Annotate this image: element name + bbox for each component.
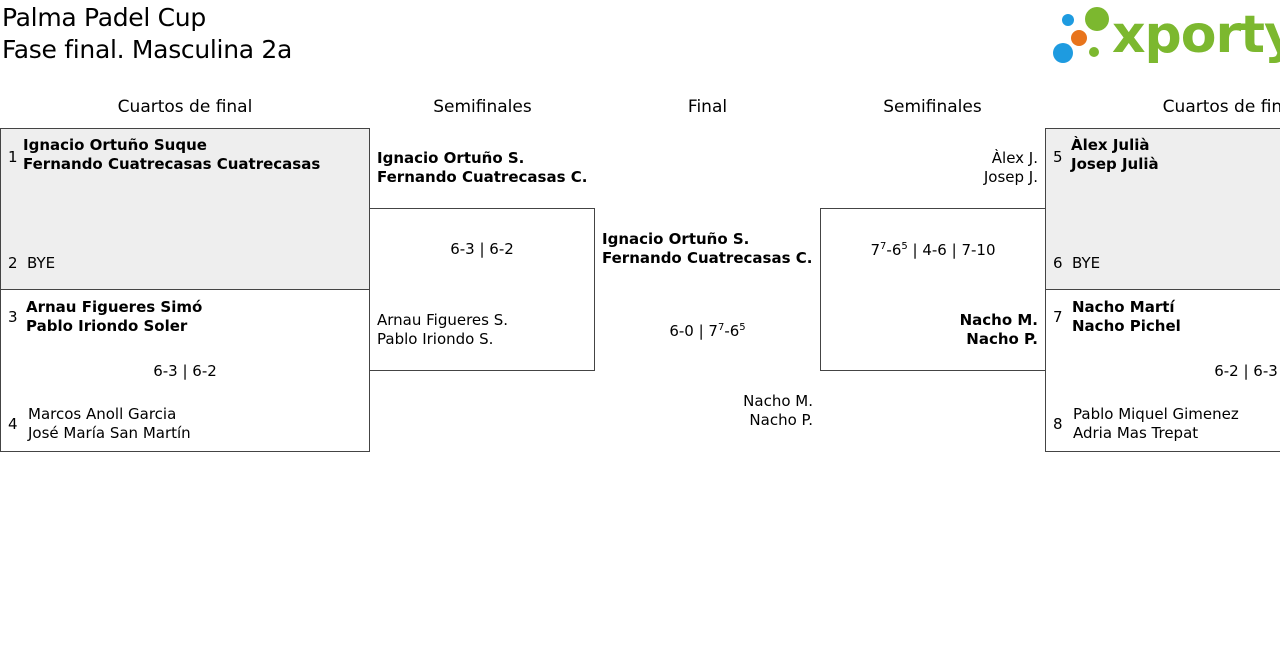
player-name: Nacho P. [749, 411, 813, 429]
final-team-b[interactable]: Nacho M. Nacho P. [595, 392, 813, 430]
team-name[interactable]: Marcos Anoll Garcia José María San Martí… [28, 405, 191, 443]
round-header-right-quarters: Cuartos de final [1162, 97, 1280, 117]
player-name: Nacho Pichel [1072, 317, 1181, 335]
player-name: Nacho M. [743, 392, 813, 410]
player-name: Fernando Cuatrecasas C. [602, 249, 813, 267]
semi-right-team-a[interactable]: Àlex J. Josep J. [820, 149, 1038, 187]
seed-number: 2 [8, 254, 18, 272]
match-left-semi[interactable]: 6-3 | 6-2 Arnau Figueres S. Pablo Iriond… [369, 208, 595, 371]
xporty-logo: xporty [1050, 2, 1280, 68]
player-name: BYE [27, 254, 56, 272]
player-name: BYE [1072, 254, 1101, 272]
tiebreak-points: 7 [717, 322, 725, 333]
team-name-winner[interactable]: Arnau Figueres Simó Pablo Iriondo Soler [26, 298, 202, 336]
round-header-right-semis: Semifinales [883, 97, 982, 117]
final-score: 6-0 | 77-65 [595, 322, 820, 341]
semi-left-team-b[interactable]: Arnau Figueres S. Pablo Iriondo S. [377, 311, 508, 349]
player-name: Arnau Figueres S. [377, 311, 509, 329]
semi-right-team-b-winner[interactable]: Nacho M. Nacho P. [821, 311, 1038, 349]
seed-number: 3 [8, 308, 18, 326]
seed-number: 5 [1053, 148, 1063, 166]
round-header-final: Final [687, 97, 728, 117]
score-part: 6-0 | 7 [669, 322, 718, 340]
seed-number: 8 [1053, 415, 1063, 433]
tiebreak-points: 5 [901, 241, 908, 252]
tiebreak-points: 5 [739, 322, 746, 333]
seed-number: 6 [1053, 254, 1063, 272]
player-name: Marcos Anoll Garcia [28, 405, 177, 423]
team-name-winner[interactable]: Àlex Julià Josep Julià [1071, 136, 1159, 174]
tiebreak-points: 7 [880, 241, 887, 252]
player-name: Ignacio Ortuño S. [602, 230, 750, 248]
player-name: Josep Julià [1071, 155, 1159, 173]
team-name[interactable]: Pablo Miquel Gimenez Adria Mas Trepat [1073, 405, 1239, 443]
player-name: Nacho M. [959, 311, 1038, 329]
match-right-semi[interactable]: 77-65 | 4-6 | 7-10 Nacho M. Nacho P. [820, 208, 1046, 371]
team-name[interactable]: BYE [27, 254, 55, 273]
player-name: Fernando Cuatrecasas C. [377, 168, 588, 186]
team-name-winner[interactable]: Ignacio Ortuño Suque Fernando Cuatrecasa… [23, 136, 320, 174]
player-name: Nacho Martí [1072, 298, 1175, 316]
match-score: 6-3 | 6-2 [153, 362, 217, 380]
player-name: Fernando Cuatrecasas Cuatrecasas [23, 155, 321, 173]
xporty-logo-text: xporty [1112, 5, 1280, 65]
match-score: 6-3 | 6-2 [450, 240, 514, 258]
score-part: 7 [870, 241, 881, 259]
seed-number: 4 [8, 415, 18, 433]
score-part: -6 [724, 322, 740, 340]
player-name: Ignacio Ortuño Suque [23, 136, 207, 154]
xporty-logo-dots-icon [1053, 7, 1109, 63]
match-left-quarter-2[interactable]: 3 Arnau Figueres Simó Pablo Iriondo Sole… [0, 289, 370, 452]
player-name: Àlex J. [991, 149, 1038, 167]
match-left-quarter-1[interactable]: 1 Ignacio Ortuño Suque Fernando Cuatreca… [0, 128, 370, 290]
seed-number: 1 [8, 148, 18, 166]
player-name: Pablo Iriondo S. [377, 330, 494, 348]
match-right-quarter-2[interactable]: 7 Nacho Martí Nacho Pichel 6-2 | 6-3 8 P… [1045, 289, 1280, 452]
player-name: Pablo Miquel Gimenez [1073, 405, 1239, 423]
player-name: Adria Mas Trepat [1073, 424, 1199, 442]
match-score: 77-65 | 4-6 | 7-10 [821, 241, 1045, 260]
round-header-left-semis: Semifinales [433, 97, 532, 117]
score-part: | 4-6 | 7-10 [907, 241, 996, 259]
seed-number: 7 [1053, 308, 1063, 326]
player-name: José María San Martín [28, 424, 191, 442]
player-name: Àlex Julià [1071, 136, 1150, 154]
final-team-a-winner[interactable]: Ignacio Ortuño S. Fernando Cuatrecasas C… [602, 230, 812, 268]
team-name-winner[interactable]: Nacho Martí Nacho Pichel [1072, 298, 1181, 336]
page-subtitle: Fase final. Masculina 2a [2, 35, 293, 64]
player-name: Arnau Figueres Simó [26, 298, 203, 316]
player-name: Ignacio Ortuño S. [377, 149, 525, 167]
match-score: 6-2 | 6-3 [1214, 362, 1278, 380]
player-name: Nacho P. [966, 330, 1038, 348]
player-name: Josep J. [983, 168, 1038, 186]
round-header-left-quarters: Cuartos de final [117, 97, 253, 117]
page-title: Palma Padel Cup [2, 3, 206, 32]
right-quarters-clip: 5 Àlex Julià Josep Julià 6 BYE 7 Nacho M… [1045, 128, 1280, 452]
player-name: Pablo Iriondo Soler [26, 317, 188, 335]
score-part: -6 [886, 241, 902, 259]
semi-left-team-a-winner[interactable]: Ignacio Ortuño S. Fernando Cuatrecasas C… [377, 149, 587, 187]
match-right-quarter-1[interactable]: 5 Àlex Julià Josep Julià 6 BYE [1045, 128, 1280, 290]
team-name[interactable]: BYE [1072, 254, 1100, 273]
